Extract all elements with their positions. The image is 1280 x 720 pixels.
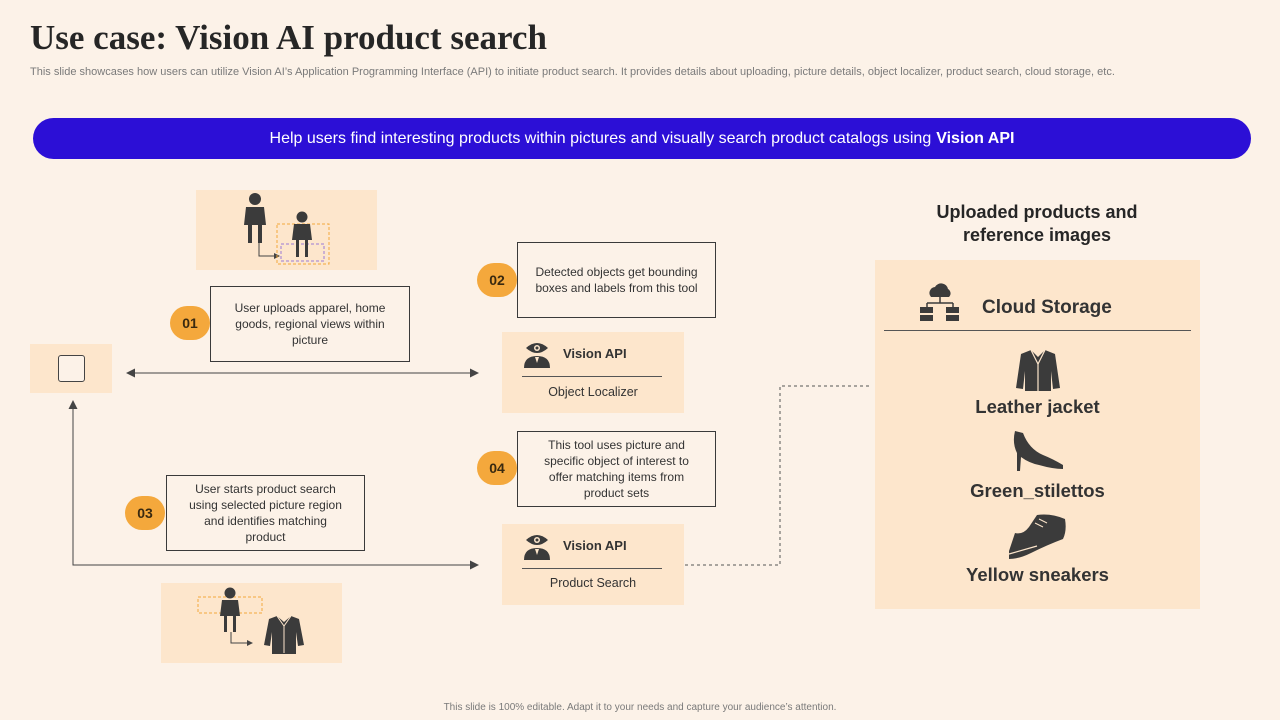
api-card-divider	[522, 568, 662, 569]
upload-illustration	[196, 190, 377, 270]
search-illustration	[161, 583, 342, 663]
step-01-description: User uploads apparel, home goods, region…	[210, 286, 410, 362]
source-image-block	[30, 344, 112, 393]
cloud-storage-divider	[884, 330, 1191, 331]
step-04-description: This tool uses picture and specific obje…	[517, 431, 716, 507]
api-card-object-localizer: Vision API Object Localizer	[502, 332, 684, 413]
cloud-server-icon	[920, 283, 959, 321]
dashed-link-to-storage	[685, 385, 872, 566]
step-badge-02: 02	[477, 263, 517, 297]
page-subtitle: This slide showcases how users can utili…	[30, 66, 1115, 78]
footer-note: This slide is 100% editable. Adapt it to…	[443, 702, 837, 713]
api-card-product-search: Vision API Product Search	[502, 524, 684, 605]
arrow-search-loop	[68, 400, 478, 566]
cloud-storage-label: Cloud Storage	[982, 297, 1112, 318]
user-eye-icon	[524, 535, 550, 560]
product-label: Leather jacket	[975, 396, 1100, 417]
step-badge-04: 04	[477, 451, 517, 485]
step-02-description: Detected objects get bounding boxes and …	[517, 242, 716, 318]
user-eye-icon	[524, 343, 550, 368]
step-03-description: User starts product search using selecte…	[166, 475, 365, 551]
step-badge-01: 01	[170, 306, 210, 340]
stiletto-icon	[1013, 431, 1063, 471]
api-card-subtitle: Object Localizer	[548, 385, 638, 399]
right-panel: Cloud Storage Leather jacket Green_stile…	[875, 260, 1200, 609]
sneaker-icon	[1008, 514, 1066, 559]
api-card-title: Vision API	[563, 346, 627, 361]
api-card-subtitle: Product Search	[549, 576, 637, 590]
banner-text: Help users find interesting products wit…	[269, 129, 932, 147]
person-jacket-match-icon	[197, 587, 304, 654]
page-title: Use case: Vision AI product search	[30, 18, 547, 57]
banner-highlight: Vision API	[936, 129, 1015, 147]
step-badge-03: 03	[125, 496, 165, 530]
api-card-divider	[522, 376, 662, 377]
product-label: Yellow sneakers	[966, 564, 1109, 585]
image-placeholder-icon	[58, 355, 85, 382]
leather-jacket-icon	[1016, 349, 1060, 391]
banner: Help users find interesting products wit…	[33, 118, 1251, 159]
product-label: Green_stilettos	[970, 480, 1105, 501]
api-card-title: Vision API	[563, 538, 627, 553]
right-panel-heading: Uploaded products and reference images	[936, 202, 1138, 245]
person-selection-icon	[244, 193, 330, 265]
